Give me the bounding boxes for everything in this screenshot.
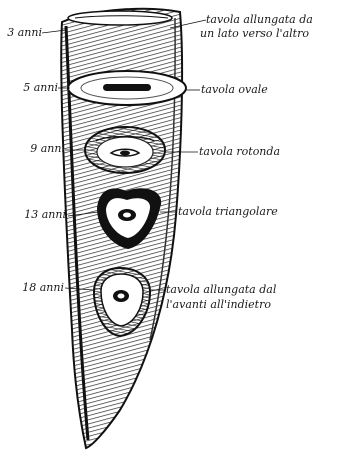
description-18-line2: l'avanti all'indietro xyxy=(166,299,271,311)
age-label-18: 18 anni xyxy=(14,282,64,294)
description-3-line1: tavola allungata da xyxy=(206,14,313,26)
description-13: tavola triangolare xyxy=(178,206,278,218)
age-label-9: 9 anni xyxy=(20,143,65,155)
description-5: tavola ovale xyxy=(201,84,268,96)
age-label-3: 3 anni xyxy=(2,27,42,39)
cross-section-3 xyxy=(68,11,172,25)
age-label-13: 13 anni xyxy=(16,209,66,221)
description-3-line2: un lato verso l'altro xyxy=(200,28,309,40)
age-label-5: 5 anni xyxy=(12,82,58,94)
description-9: tavola rotonda xyxy=(199,146,280,158)
description-18-line1: tavola allungata dal xyxy=(166,284,276,296)
